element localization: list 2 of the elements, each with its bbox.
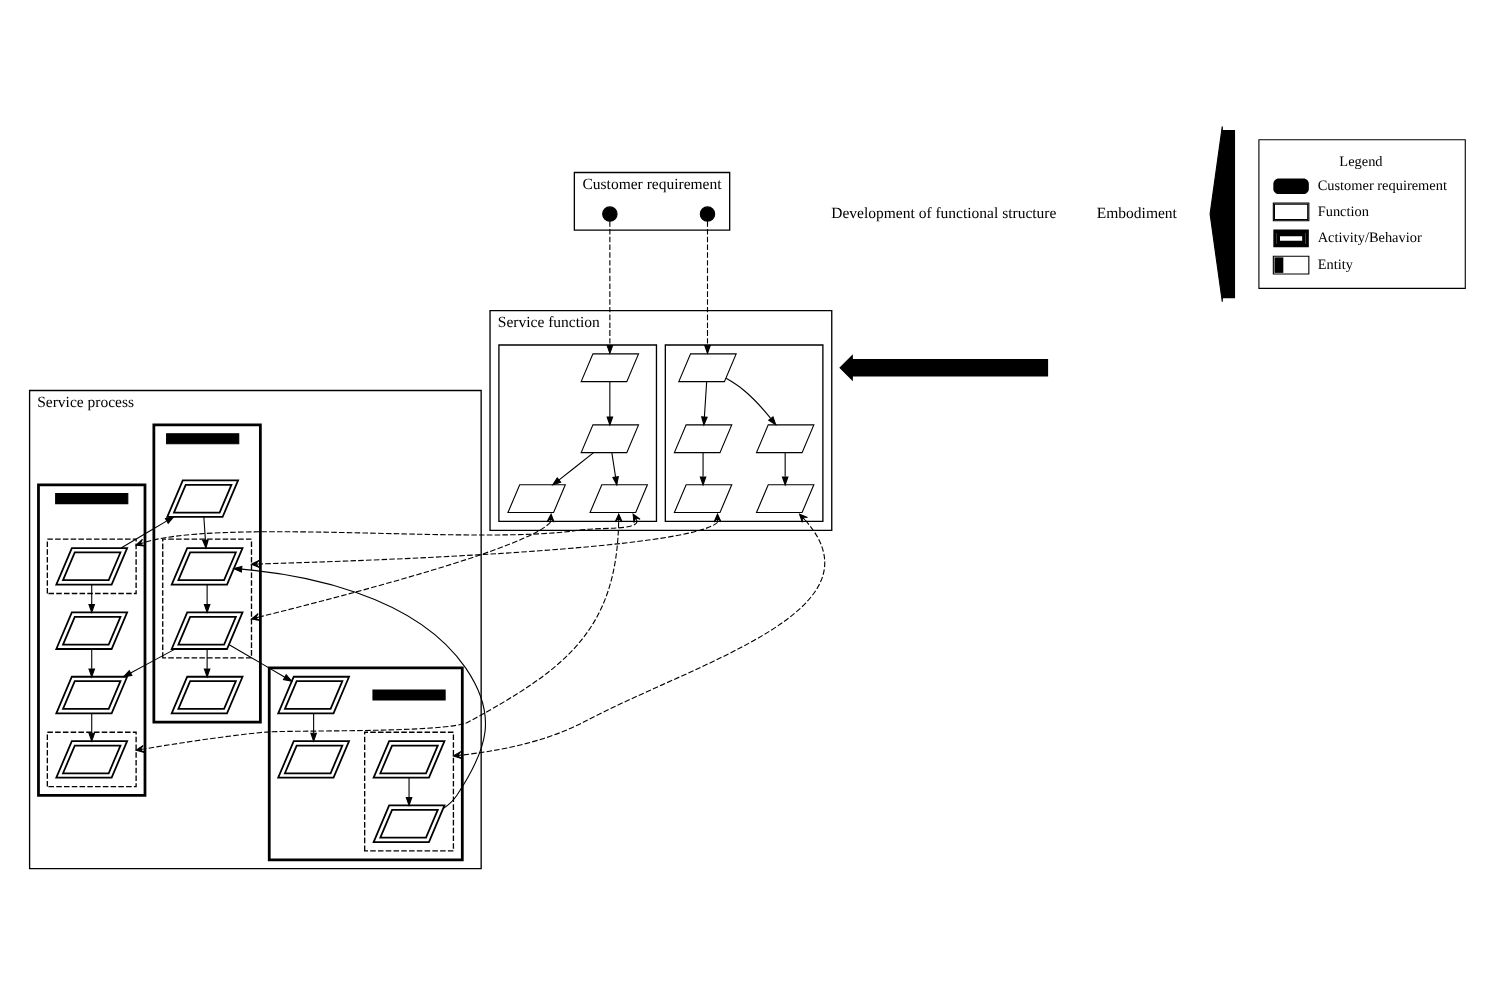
label: Embodiment — [1096, 204, 1177, 223]
label: Development of functional structure — [831, 204, 1057, 223]
